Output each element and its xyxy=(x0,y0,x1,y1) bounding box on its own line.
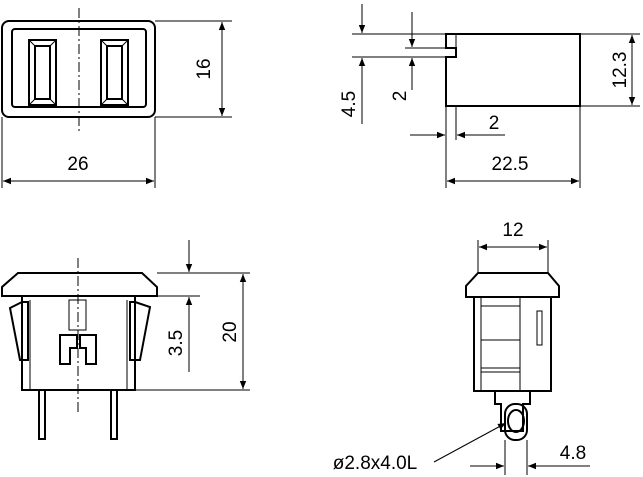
dim-side-tab-offset: 4.5 xyxy=(339,91,360,117)
dim-bottom-height: 20 xyxy=(220,321,241,342)
front-view: 16 26 xyxy=(1,8,232,188)
dim-end-width: 12 xyxy=(502,220,523,241)
end-view: 12 4.8 ø2.8x4.0L xyxy=(333,220,590,475)
dim-side-depth: 22.5 xyxy=(492,154,529,175)
dim-side-height: 12.3 xyxy=(610,52,631,89)
dim-side-tab-width: 2 xyxy=(489,113,500,134)
bottom-view: 3.5 20 xyxy=(1,240,250,440)
dim-front-width: 26 xyxy=(67,154,88,175)
dim-hole-callout: ø2.8x4.0L xyxy=(333,453,418,474)
dim-end-tab-width: 4.8 xyxy=(560,443,586,464)
dim-front-height: 16 xyxy=(194,58,215,79)
side-view: 4.5 2 12.3 2 22.5 xyxy=(339,4,640,188)
dim-side-tab-height: 2 xyxy=(390,91,411,102)
dim-bottom-flange: 3.5 xyxy=(166,330,187,356)
